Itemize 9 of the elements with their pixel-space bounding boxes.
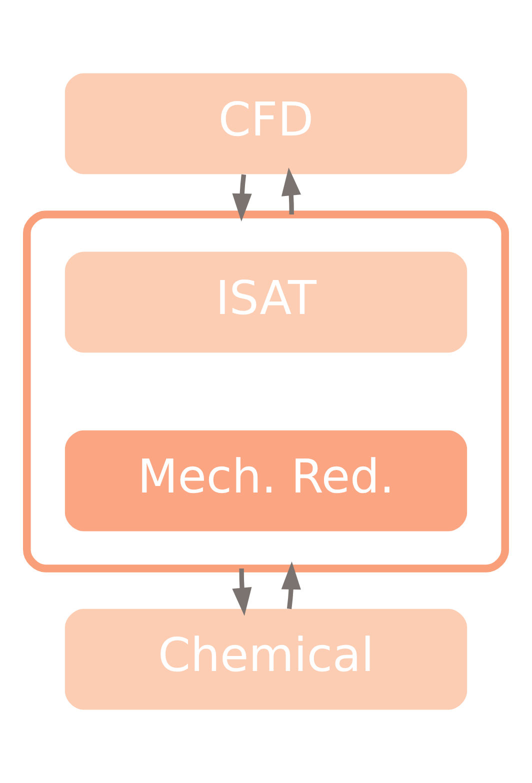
cluster <box>23 210 509 572</box>
arrow <box>281 561 301 610</box>
arrow <box>281 168 301 214</box>
node-box: CFD <box>64 73 468 174</box>
arrow <box>232 568 252 616</box>
arrow <box>232 174 252 222</box>
node-box: Chemical <box>64 608 468 710</box>
node-box: ISAT <box>64 252 468 353</box>
node-box: Mech. Red. <box>64 430 468 532</box>
